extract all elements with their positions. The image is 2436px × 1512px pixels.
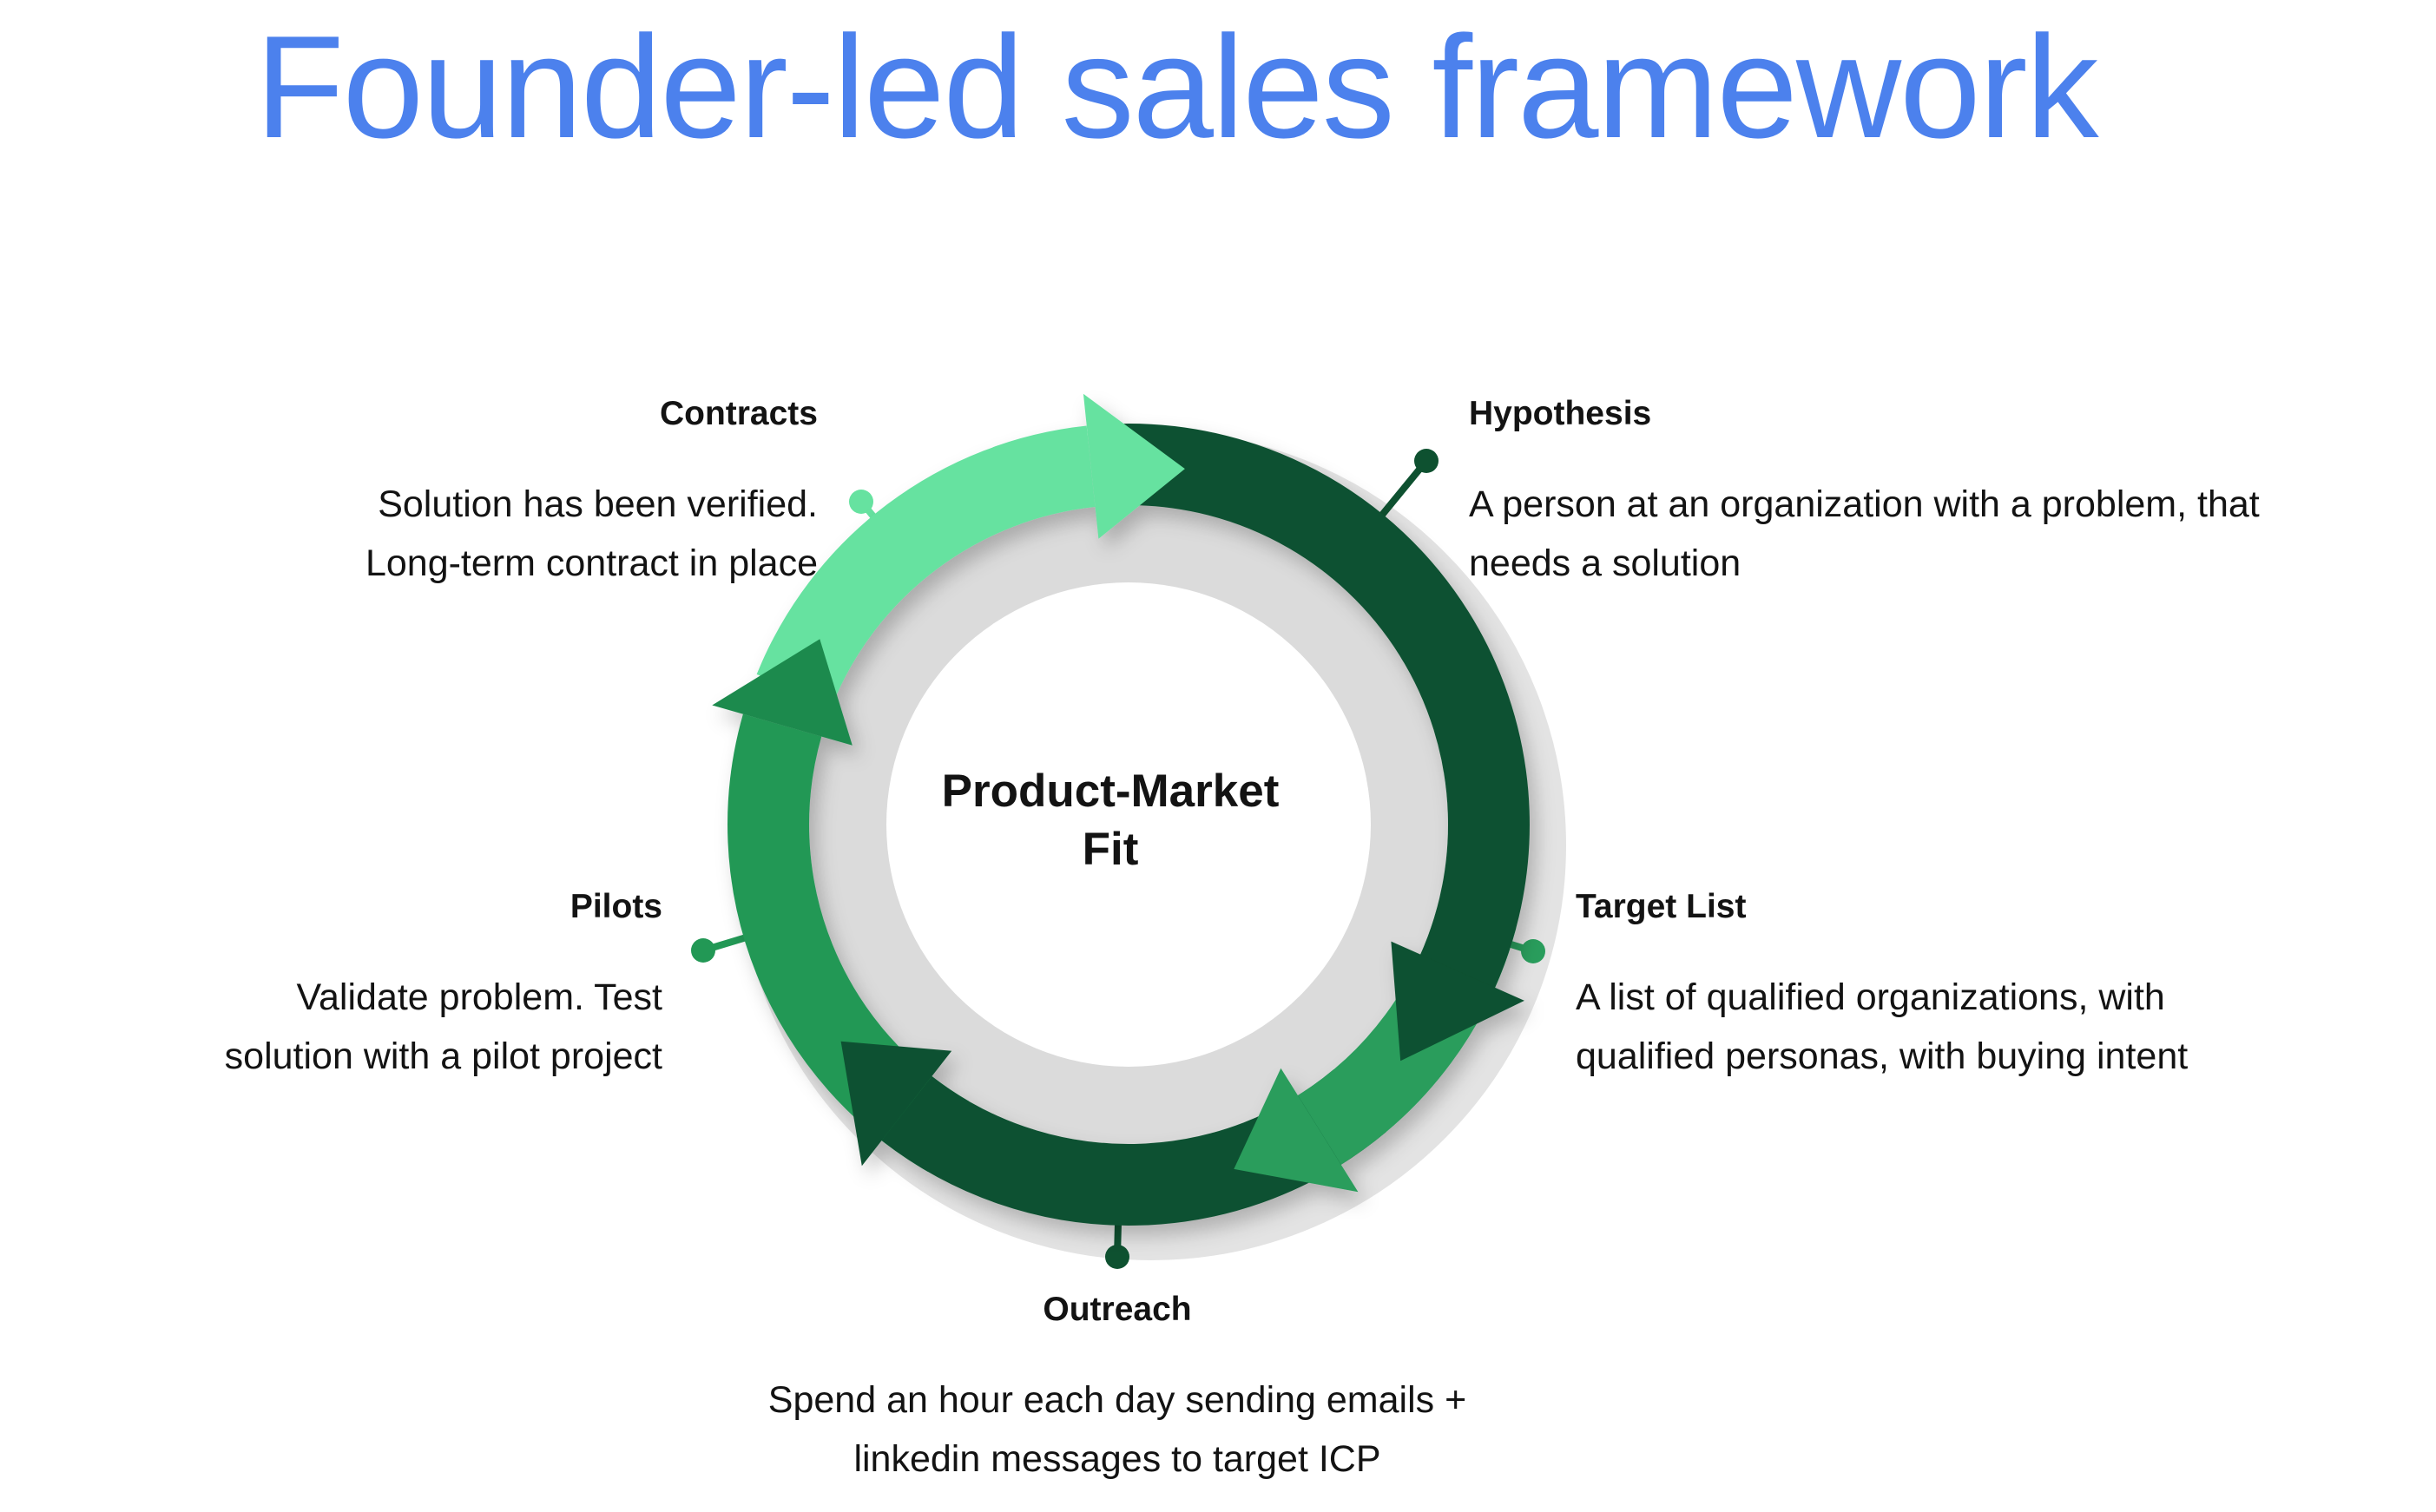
pilots-connector-dot xyxy=(691,938,715,963)
segment-outreach-arrowhead xyxy=(840,1041,952,1167)
target-list-connector-dot xyxy=(1521,939,1545,963)
stage-target-list: Target List A list of qualified organiza… xyxy=(1576,887,2188,1086)
stage-desc-line: solution with a pilot project xyxy=(224,1035,662,1077)
segment-hypothesis-arrowhead xyxy=(1391,941,1524,1062)
hypothesis-connector-dot xyxy=(1414,449,1439,473)
stage-outreach-label: Outreach xyxy=(1043,1291,1192,1328)
stage-hypothesis-label: Hypothesis xyxy=(1469,395,1652,432)
stage-contracts: Contracts Solution has been verified. Lo… xyxy=(365,394,818,593)
center-label-line: Fit xyxy=(1082,824,1139,875)
stage-desc-line: linkedin messages to target ICP xyxy=(853,1438,1381,1480)
stage-desc-line: Validate problem. Test xyxy=(296,976,662,1018)
stage-outreach: Outreach Spend an hour each day sending … xyxy=(551,1290,1683,1489)
outreach-connector-dot xyxy=(1105,1245,1129,1269)
stage-hypothesis-desc: A person at an organization with a probl… xyxy=(1469,475,2260,593)
center-white-circle xyxy=(886,582,1371,1067)
center-label-line: Product-Market xyxy=(941,766,1280,817)
stage-desc-line: A person at an organization with a probl… xyxy=(1469,483,2260,525)
stage-contracts-desc: Solution has been verified. Long-term co… xyxy=(365,475,818,593)
stage-desc-line: needs a solution xyxy=(1469,542,1741,584)
segment-contracts-arrowhead xyxy=(1083,393,1185,539)
stage-outreach-desc: Spend an hour each day sending emails + … xyxy=(551,1371,1683,1489)
stage-desc-line: Solution has been verified. xyxy=(378,483,818,525)
inner-gray-ring xyxy=(809,505,1448,1144)
stage-contracts-label: Contracts xyxy=(659,395,818,432)
segment-pilots-arrowhead xyxy=(712,639,853,746)
center-label: Product-Market Fit xyxy=(893,762,1327,878)
stage-hypothesis: Hypothesis A person at an organization w… xyxy=(1469,394,2260,593)
stage-pilots: Pilots Validate problem. Test solution w… xyxy=(225,887,662,1086)
stage-desc-line: A list of qualified organizations, with xyxy=(1576,976,2165,1018)
arrow-ring xyxy=(712,393,1530,1226)
contracts-connector-dot xyxy=(849,490,873,514)
segment-hypothesis-arc xyxy=(1114,423,1530,1013)
stage-target-list-desc: A list of qualified organizations, with … xyxy=(1576,968,2188,1086)
page-title: Founder-led sales framework xyxy=(255,5,2099,168)
stage-pilots-desc: Validate problem. Test solution with a p… xyxy=(225,968,662,1086)
stage-desc-line: Spend an hour each day sending emails + xyxy=(767,1379,1467,1421)
stage-desc-line: Long-term contract in place xyxy=(365,542,818,584)
stage-target-list-label: Target List xyxy=(1576,888,1747,925)
stage-desc-line: qualified personas, with buying intent xyxy=(1576,1035,2189,1077)
segment-target-list-arrowhead xyxy=(1234,1068,1359,1193)
stage-pilots-label: Pilots xyxy=(569,888,662,925)
